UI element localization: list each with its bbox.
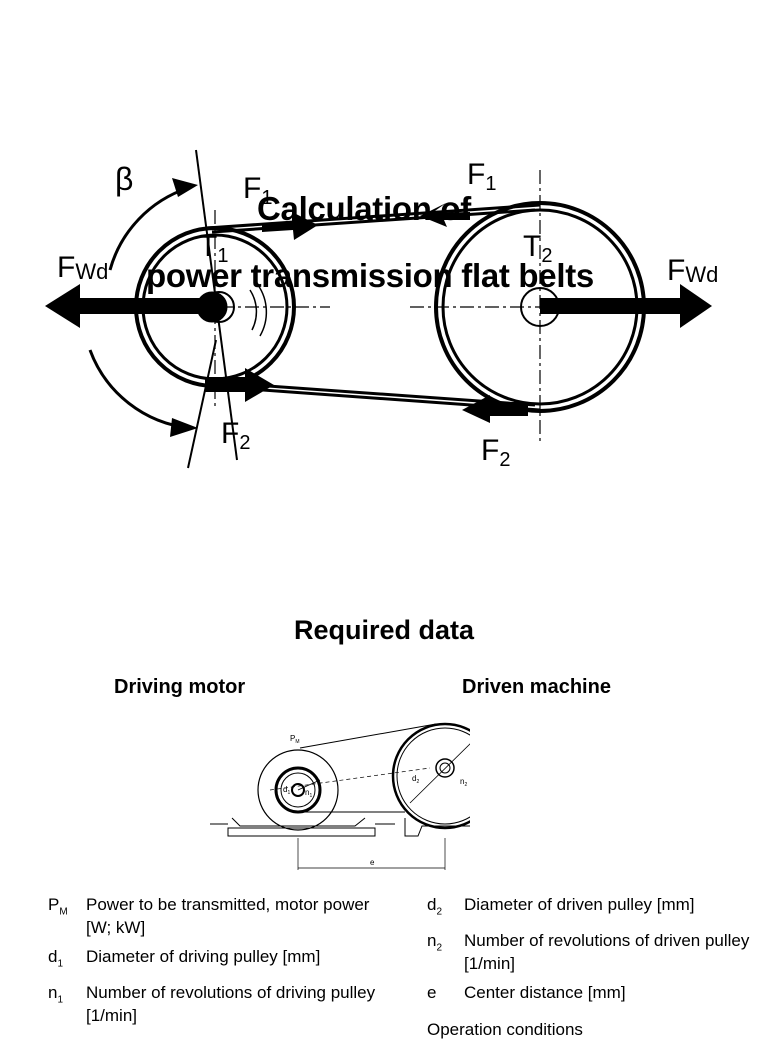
svg-text:F2: F2 [481,434,510,471]
definition-text: Center distance [mm] [464,983,626,1003]
section-heading: Required data [293,615,475,645]
definition-text: Diameter of driven pulley [mm] [464,895,695,914]
driven-machine-definitions: d2 Diameter of driven pulley [mm] n2 Num… [427,893,762,1041]
svg-text:FWd: FWd [667,254,718,287]
resultant-force-arrows [45,284,712,328]
page-title-line-2: power transmission flat belts [146,257,594,294]
definition-text: Number of revolutions of driven pulley [… [464,931,750,974]
fwd-right-label: F [667,254,685,287]
definition-text: Diameter of driving pulley [mm] [86,947,321,966]
f1-left-label: F [243,172,261,205]
t1-label: T [199,230,217,263]
driving-motor-definitions: PM Power to be transmitted, motor power … [48,893,378,1033]
d2-label: d [412,774,416,783]
definition-symbol: n1 [48,983,64,1006]
f2-right-label: F [481,434,499,467]
definition-item: PM Power to be transmitted, motor power … [48,893,378,939]
beta-label: β [115,161,133,197]
belt-drive-sketch: PM d1 n1 d2 n2 e [210,722,470,870]
svg-text:PM: PM [290,734,300,745]
tension-arrows [205,203,528,423]
definition-symbol: d2 [427,895,443,918]
e-label: e [370,858,375,867]
svg-text:d1: d1 [283,785,290,796]
definition-item: n1 Number of revolutions of driving pull… [48,981,378,1027]
svg-text:T1: T1 [199,230,228,267]
wrap-angle-beta [88,149,238,469]
f2-left-label: F [221,417,239,450]
belt-force-diagram: β FWd FWd F1 F1 T1 T2 F2 F2 [45,149,718,471]
diagram-labels: β FWd FWd F1 F1 T1 T2 F2 F2 [57,158,718,471]
n2-label: n [460,777,464,786]
n1-label: n [305,788,309,797]
definition-symbol: e [427,983,437,1003]
svg-text:F1: F1 [243,172,272,209]
fwd-left-label: F [57,251,75,284]
f1-right-label: F [467,158,485,191]
d1-label: d [283,785,287,794]
driven-machine-heading: Driven machine [462,676,611,698]
page-title-line-1: Calculation of [257,190,471,227]
definition-symbol: PM [48,895,68,918]
t2-label: T [523,230,541,263]
definition-symbol: n2 [427,931,443,954]
svg-text:FWd: FWd [57,251,108,284]
pm-label: P [290,734,295,743]
definition-symbol: d1 [48,947,64,970]
svg-text:T2: T2 [523,230,552,267]
driving-motor-heading: Driving motor [114,676,246,698]
definition-item: n2 Number of revolutions of driven pulle… [427,929,762,975]
definition-text: Number of revolutions of driving pulley … [86,983,376,1026]
svg-text:n2: n2 [460,777,467,788]
svg-text:d2: d2 [412,774,419,785]
svg-text:F1: F1 [467,158,496,195]
definition-item: e Center distance [mm] [427,981,762,1011]
svg-text:F2: F2 [221,417,250,454]
svg-text:n1: n1 [305,788,312,799]
definition-item: d1 Diameter of driving pulley [mm] [48,945,378,975]
operation-conditions: Operation conditions [427,1019,583,1039]
definition-text: Power to be transmitted, motor power [W;… [86,895,370,937]
definition-item: d2 Diameter of driven pulley [mm] [427,893,762,923]
